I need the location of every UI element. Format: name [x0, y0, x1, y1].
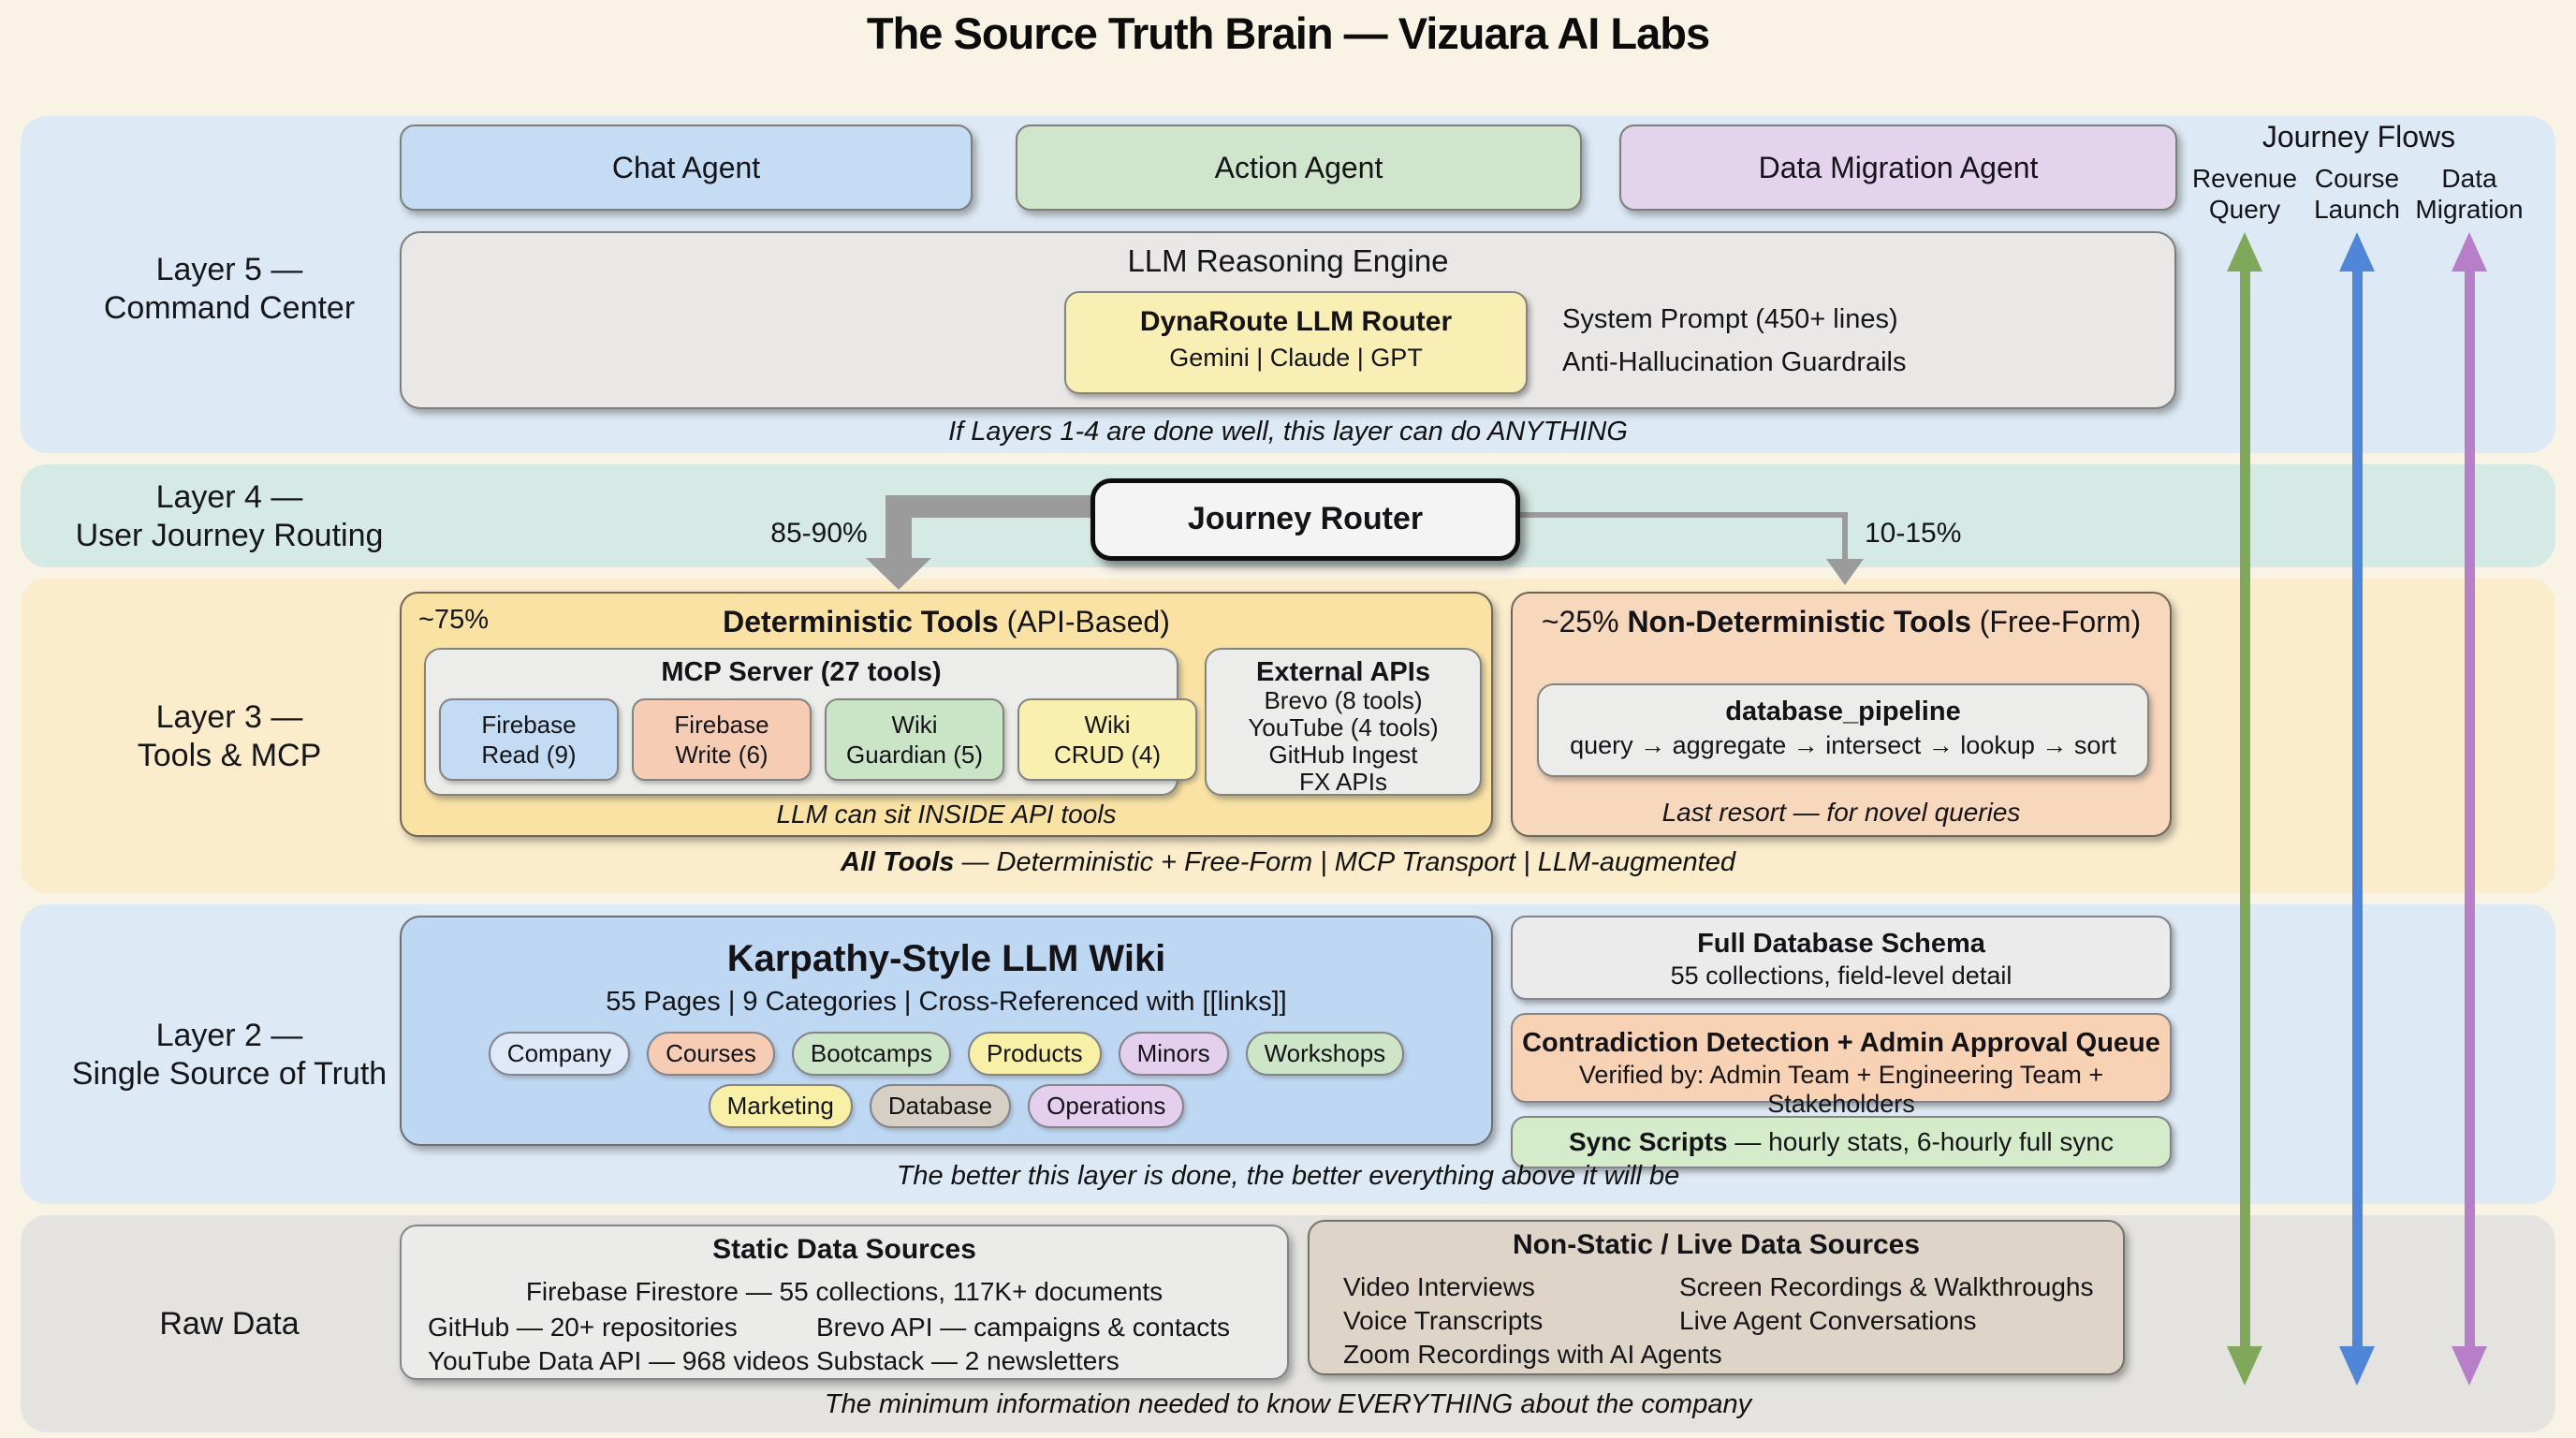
full-database-schema-box: Full Database Schema 55 collections, fie…: [1511, 916, 2172, 1000]
mcp-tool-chips: Firebase Read (9) Firebase Write (6) Wik…: [439, 698, 1197, 781]
all-tools-caption: All Tools — Deterministic + Free-Form | …: [841, 847, 1735, 877]
chat-agent-box: Chat Agent: [400, 125, 973, 211]
deterministic-tools-box: ~75% Deterministic Tools (API-Based) MCP…: [400, 592, 1493, 837]
thin-branch-line-h: [1520, 512, 1848, 518]
journey-flows-title: Journey Flows: [2261, 120, 2456, 154]
dynaroute-llm-router-box: DynaRoute LLM Router Gemini | Claude | G…: [1064, 291, 1528, 394]
external-apis-box: External APIs Brevo (8 tools) YouTube (4…: [1205, 648, 1482, 796]
guardrails-note: Anti-Hallucination Guardrails: [1562, 347, 1907, 377]
layer2-caption: The better this layer is done, the bette…: [896, 1161, 1680, 1191]
deterministic-pct: ~75%: [418, 605, 489, 635]
wiki-crud-chip: Wiki CRUD (4): [1017, 698, 1197, 781]
deterministic-share-label: 85-90%: [770, 518, 868, 549]
raw-data-label: Raw Data: [159, 1306, 300, 1342]
system-prompt-note: System Prompt (450+ lines): [1562, 304, 1898, 334]
wiki-category-pill: Database: [869, 1084, 1012, 1128]
database-pipeline-box: database_pipeline query → aggregate → in…: [1537, 683, 2149, 777]
nondeterministic-caption: Last resort — for novel queries: [1661, 798, 2021, 827]
thin-branch-line-v: [1842, 512, 1848, 561]
wiki-category-pill: Minors: [1118, 1032, 1229, 1076]
engine-title: LLM Reasoning Engine: [1127, 243, 1449, 278]
diagram-title: The Source Truth Brain — Vizuara AI Labs: [866, 8, 1710, 58]
nondeterministic-share-label: 10-15%: [1865, 518, 1962, 549]
raw-data-caption: The minimum information needed to know E…: [824, 1389, 1752, 1419]
wiki-guardian-chip: Wiki Guardian (5): [825, 698, 1004, 781]
layer3-label: Layer 3 — Tools & MCP: [137, 699, 322, 773]
live-data-sources-box: Non-Static / Live Data Sources Video Int…: [1308, 1220, 2125, 1375]
layer5-caption: If Layers 1-4 are done well, this layer …: [948, 417, 1628, 447]
thick-branch-arrowhead-icon: [866, 558, 931, 590]
course-launch-label: Course Launch: [2314, 164, 2400, 224]
deterministic-title: Deterministic Tools (API-Based): [723, 605, 1170, 638]
revenue-query-arrow-icon: [2227, 232, 2262, 1386]
wiki-category-pill: Products: [967, 1032, 1102, 1076]
llm-wiki-box: Karpathy-Style LLM Wiki 55 Pages | 9 Cat…: [400, 916, 1493, 1146]
wiki-category-pill: Courses: [647, 1032, 775, 1076]
wiki-category-pill: Operations: [1028, 1084, 1185, 1128]
mcp-server-box: MCP Server (27 tools) Firebase Read (9) …: [424, 648, 1197, 796]
layer5-label: Layer 5 — Command Center: [103, 252, 356, 326]
wiki-category-row-1: Company Courses Bootcamps Products Minor…: [402, 1032, 1491, 1076]
nondeterministic-title: ~25% Non-Deterministic Tools (Free-Form): [1541, 605, 2142, 638]
data-migration-label: Data Migration: [2415, 164, 2524, 224]
contradiction-detection-box: Contradiction Detection + Admin Approval…: [1511, 1013, 2172, 1118]
wiki-category-row-2: Marketing Database Operations: [402, 1084, 1491, 1128]
llm-reasoning-engine-box: LLM Reasoning Engine DynaRoute LLM Route…: [400, 231, 2176, 409]
thick-branch-arrow-bar: [886, 495, 1094, 518]
thick-branch-arrow-shaft: [886, 495, 912, 561]
journey-router-box: Journey Router: [1090, 478, 1520, 561]
pipeline-steps: query → aggregate → intersect → lookup →…: [1570, 731, 2116, 759]
course-launch-arrow-icon: [2339, 232, 2375, 1386]
wiki-subtitle: 55 Pages | 9 Categories | Cross-Referenc…: [606, 987, 1287, 1017]
wiki-title: Karpathy-Style LLM Wiki: [726, 938, 1166, 979]
layer2-label: Layer 2 — Single Source of Truth: [71, 1018, 388, 1092]
static-data-sources-box: Static Data Sources Firebase Firestore —…: [400, 1225, 1289, 1380]
wiki-category-pill: Company: [488, 1032, 631, 1076]
layer4-label: Layer 4 — User Journey Routing: [75, 479, 384, 553]
static-sources-title: Static Data Sources: [712, 1234, 976, 1265]
firebase-write-chip: Firebase Write (6): [632, 698, 812, 781]
deterministic-caption: LLM can sit INSIDE API tools: [776, 800, 1117, 829]
external-apis-title: External APIs: [1256, 657, 1430, 687]
wiki-category-pill: Bootcamps: [791, 1032, 951, 1076]
nondeterministic-tools-box: ~25% Non-Deterministic Tools (Free-Form)…: [1511, 592, 2172, 837]
pipeline-title: database_pipeline: [1725, 697, 1961, 726]
mcp-server-title: MCP Server (27 tools): [661, 657, 942, 687]
action-agent-box: Action Agent: [1016, 125, 1582, 211]
wiki-category-pill: Marketing: [708, 1084, 853, 1128]
firebase-read-chip: Firebase Read (9): [439, 698, 619, 781]
data-migration-arrow-icon: [2452, 232, 2487, 1386]
revenue-query-label: Revenue Query: [2191, 164, 2298, 224]
thin-branch-arrowhead-icon: [1826, 559, 1864, 585]
data-migration-agent-box: Data Migration Agent: [1619, 125, 2177, 211]
dynaroute-models: Gemini | Claude | GPT: [1169, 344, 1423, 372]
sync-scripts-box: Sync Scripts — hourly stats, 6-hourly fu…: [1511, 1116, 2172, 1168]
dynaroute-title: DynaRoute LLM Router: [1139, 306, 1453, 337]
wiki-category-pill: Workshops: [1245, 1032, 1405, 1076]
live-sources-title: Non-Static / Live Data Sources: [1512, 1229, 1921, 1260]
